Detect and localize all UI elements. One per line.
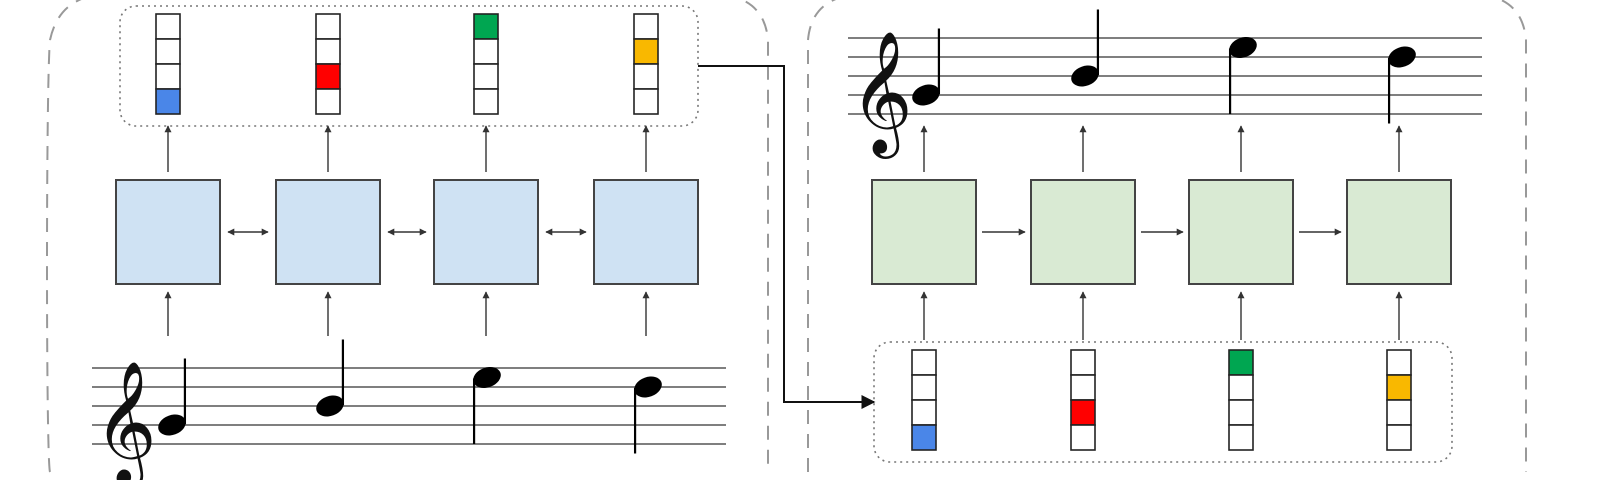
input-staff: 𝄞 — [92, 339, 726, 480]
decoder-code-slot — [1386, 424, 1412, 451]
decoder-rnn — [871, 179, 1452, 285]
decoder-code-slot — [1070, 349, 1096, 376]
encoder-code-slot — [315, 13, 341, 40]
encoder-code-slot — [633, 13, 659, 40]
flow-arrows — [164, 125, 1403, 340]
output-note-head — [912, 84, 940, 106]
decoder-cell — [1030, 179, 1136, 285]
decoder-panel — [807, 0, 1527, 472]
encoder-codes — [155, 13, 659, 115]
input-note-head — [158, 414, 186, 436]
encoder-code-slot — [473, 38, 499, 65]
input-note-head — [473, 367, 501, 388]
decoder-code-slot — [911, 349, 937, 376]
encoder-code-slot — [155, 13, 181, 40]
encoder-code-slot — [155, 38, 181, 65]
decoder-code-active-slot — [1070, 399, 1096, 426]
encoder-code-slot — [633, 63, 659, 90]
output-note-head — [1071, 65, 1099, 87]
input-note-head — [634, 376, 662, 398]
decoder-code-group — [873, 341, 1453, 463]
decoder-cell — [1346, 179, 1452, 285]
output-staff: 𝄞 — [848, 9, 1482, 159]
input-note-head — [316, 395, 344, 417]
encoder-code-active-slot — [315, 63, 341, 90]
encoder-code-active-slot — [155, 88, 181, 115]
encoder-code-slot — [633, 88, 659, 115]
encoder-code-slot — [315, 88, 341, 115]
decoder-code-active-slot — [1228, 349, 1254, 376]
decoder-codes — [911, 349, 1412, 451]
output-note-head — [1229, 37, 1257, 58]
decoder-code-slot — [1070, 374, 1096, 401]
output-treble-clef-icon: 𝄞 — [850, 30, 913, 159]
encoder-code-slot — [315, 38, 341, 65]
decoder-cell — [871, 179, 977, 285]
decoder-code-active-slot — [1386, 374, 1412, 401]
decoder-code-slot — [1228, 399, 1254, 426]
decoder-code-slot — [1228, 374, 1254, 401]
decoder-code-slot — [911, 399, 937, 426]
encoder-cell — [433, 179, 539, 285]
encoder-cell — [275, 179, 381, 285]
latent-transfer-arrow — [698, 65, 876, 409]
decoder-cell — [1188, 179, 1294, 285]
encoder-panel — [46, 0, 769, 473]
encoder-code-group — [119, 5, 699, 127]
encoder-code-slot — [155, 63, 181, 90]
encoder-code-active-slot — [473, 13, 499, 40]
output-note-head — [1388, 46, 1416, 68]
decoder-code-slot — [1228, 424, 1254, 451]
encoder-code-active-slot — [633, 38, 659, 65]
encoder-code-slot — [473, 63, 499, 90]
decoder-code-slot — [1070, 424, 1096, 451]
decoder-code-slot — [1386, 349, 1412, 376]
encoder-cell — [115, 179, 221, 285]
encoder-rnn — [115, 179, 699, 285]
decoder-code-slot — [1386, 399, 1412, 426]
encoder-cell — [593, 179, 699, 285]
input-treble-clef-icon: 𝄞 — [94, 360, 157, 480]
encoder-code-slot — [473, 88, 499, 115]
decoder-code-slot — [911, 374, 937, 401]
decoder-code-active-slot — [911, 424, 937, 451]
